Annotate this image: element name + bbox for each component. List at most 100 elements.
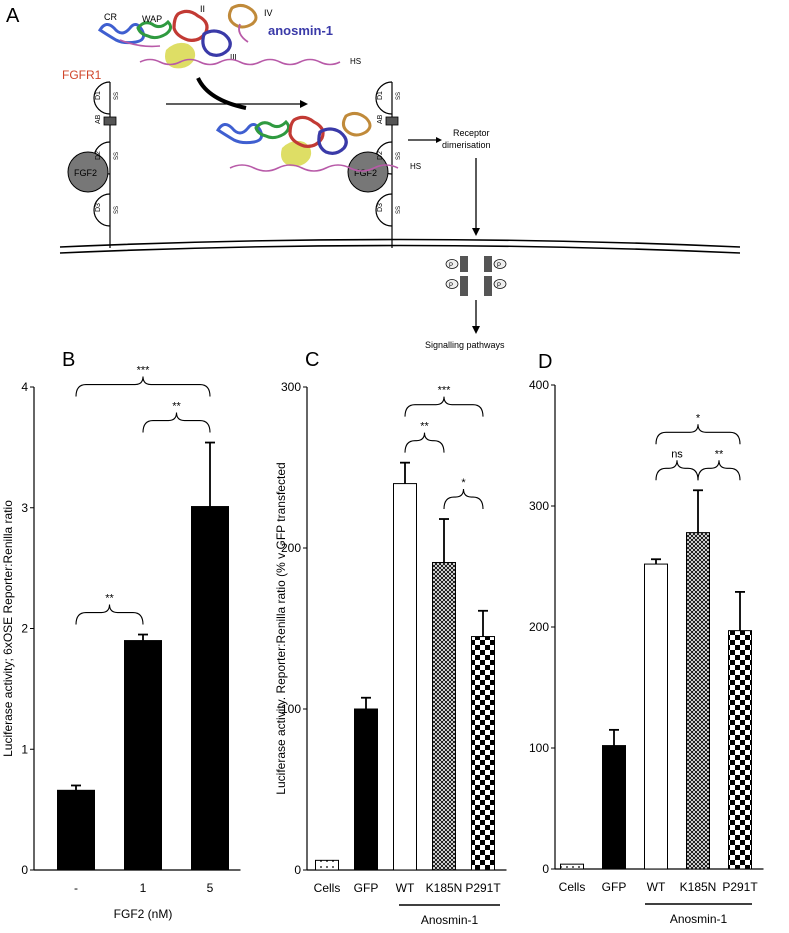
x-tick-label: K185N [680, 880, 717, 894]
significance-brace [75, 376, 211, 397]
fgfr1-label: FGFR1 [62, 68, 102, 82]
significance-label: *** [438, 385, 452, 397]
hs-chain-top [139, 58, 341, 66]
significance-brace [697, 460, 741, 481]
bar-cells [560, 863, 584, 870]
significance-label: ** [715, 448, 724, 460]
dimerisation-arrow-head [436, 137, 442, 143]
significance-label: ** [105, 593, 114, 605]
phospho-label-2: P [449, 283, 453, 289]
significance-brace [404, 396, 484, 417]
phospho-label-1: P [449, 263, 453, 269]
ss-label-right-2: SS [396, 152, 402, 160]
bar-5 [191, 506, 229, 871]
significance-brace [75, 604, 144, 625]
cr-label: CR [104, 12, 117, 22]
x-tick-label: 5 [207, 881, 214, 895]
bar-wt [644, 563, 668, 870]
phospho-label-3: P [497, 263, 501, 269]
significance-brace [443, 488, 484, 510]
panel-letter: B [62, 349, 75, 371]
domain-iv-shape [227, 3, 258, 29]
kinase-dimer [445, 256, 507, 296]
d3-label-right: D3 [377, 203, 384, 212]
d2-label-left: D2 [95, 151, 102, 160]
x-tick-label: WT [396, 881, 415, 895]
d2-label-right: D2 [377, 151, 384, 160]
d1-label-left: D1 [95, 91, 102, 100]
hs-label-top: HS [350, 57, 361, 66]
y-tick-label: 4 [21, 380, 28, 394]
significance-label: ns [671, 448, 683, 460]
x-tick-label: Cells [314, 881, 341, 895]
domain-i-shape [165, 42, 196, 69]
fgfr1-receptor-left [67, 81, 117, 248]
ss-label-right-1: SS [396, 92, 402, 100]
group-label: Anosmin-1 [670, 912, 728, 926]
y-tick-label: 0 [21, 863, 28, 877]
d3-label-left: D3 [95, 203, 102, 212]
y-tick-label: 0 [542, 862, 549, 876]
anosmin-bound-structure [215, 111, 399, 172]
receptor-dimerisation-line2: dimerisation [442, 140, 491, 150]
domain-ii-shape [172, 9, 209, 42]
ss-label-left-2: SS [114, 152, 120, 160]
bar-gfp [602, 745, 626, 870]
anosmin-free-structure [97, 3, 258, 69]
significance-brace [142, 412, 211, 433]
y-tick-label: 1 [21, 742, 28, 756]
fgf2-label-right: FGF2 [354, 168, 377, 178]
bar-k185n [432, 561, 456, 871]
panel-letter: D [538, 351, 552, 373]
significance-label: * [696, 412, 701, 424]
y-tick-label: 300 [529, 499, 549, 513]
receptor-dimerisation-line1: Receptor [453, 128, 490, 138]
y-tick-label: 300 [281, 380, 301, 394]
bar-1 [124, 640, 162, 871]
phospho-label-4: P [497, 283, 501, 289]
x-tick-label: WT [647, 880, 666, 894]
y-axis-label: Luciferase activity. Reporter:Renilla ra… [274, 462, 288, 794]
x-tick-label: - [74, 881, 78, 895]
domain-iii-label: III [230, 53, 237, 62]
domain-iv-label: IV [264, 8, 273, 18]
x-tick-label: P291T [465, 881, 501, 895]
hs-chain-bound [229, 164, 399, 172]
panel-a-letter: A [6, 5, 20, 27]
significance-label: ** [172, 401, 181, 413]
y-axis-label: Luciferase activity; 6xOSE Reporter:Reni… [1, 500, 15, 757]
significance-label: ** [420, 421, 429, 433]
significance-brace [655, 460, 699, 481]
bar-cells [315, 859, 339, 871]
significance-brace [655, 424, 741, 445]
y-tick-label: 100 [281, 702, 301, 716]
y-tick-label: 200 [529, 620, 549, 634]
domain-ii-label: II [200, 4, 205, 14]
hs-label-bound: HS [410, 162, 421, 171]
bar-gfp [354, 708, 378, 871]
cr-domain-shape [97, 23, 145, 45]
down-arrow-2-head [472, 326, 480, 334]
ab-label-left: AB [95, 114, 102, 124]
y-tick-label: 200 [281, 541, 301, 555]
wap-domain-shape [136, 19, 173, 40]
signalling-pathways-label: Signalling pathways [425, 340, 505, 350]
ab-label-right: AB [377, 114, 384, 124]
x-tick-label: GFP [602, 880, 627, 894]
binding-arrow-head [300, 100, 308, 108]
d1-label-right: D1 [377, 91, 384, 100]
x-tick-label: 1 [140, 881, 147, 895]
y-tick-label: 3 [21, 501, 28, 515]
fgf2-label-left: FGF2 [74, 168, 97, 178]
bar-wt [393, 483, 417, 871]
bar-p291t [471, 636, 495, 871]
wap-label: WAP [142, 14, 162, 24]
bar-k185n [686, 532, 710, 870]
significance-label: *** [137, 365, 151, 377]
x-tick-label: Cells [559, 880, 586, 894]
bar-p291t [728, 630, 752, 870]
x-tick-label: GFP [354, 881, 379, 895]
